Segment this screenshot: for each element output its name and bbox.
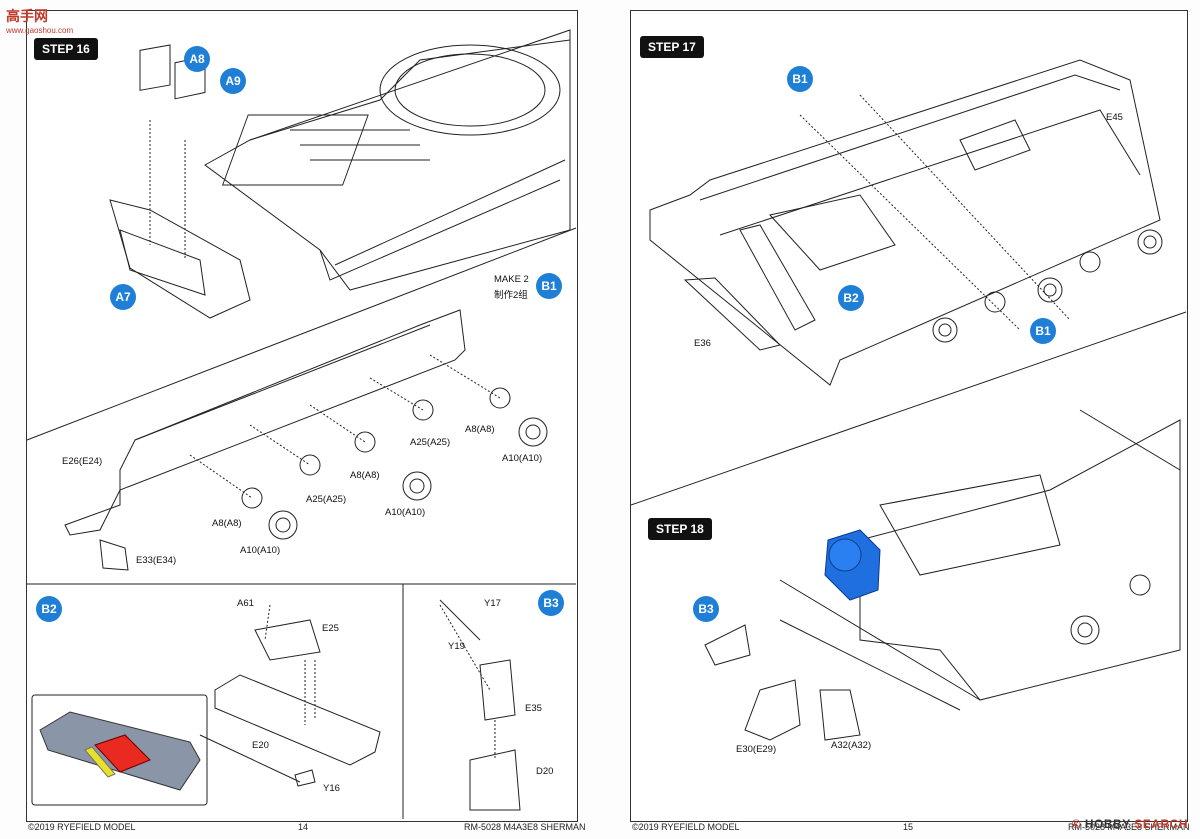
label-y16: Y16 <box>323 783 340 794</box>
step-17-tag: STEP 17 <box>640 36 704 58</box>
label-a10-2: A10(A10) <box>385 507 426 518</box>
right-footer-copyright: ©2019 RYEFIELD MODEL <box>632 822 740 832</box>
part-badge-a7: A7 <box>110 284 136 310</box>
label-e36: E36 <box>694 338 711 349</box>
part-badge-b1-top: B1 <box>787 66 813 92</box>
make-2-note: MAKE 2 <box>494 274 529 285</box>
label-e20: E20 <box>252 740 269 751</box>
watermark-right: SEARCH <box>1134 817 1188 831</box>
watermark-url: www.gaoshou.com <box>6 26 74 35</box>
part-badge-b3: B3 <box>693 596 719 622</box>
label-y19: Y19 <box>448 641 465 652</box>
label-a10-3: A10(A10) <box>502 453 543 464</box>
watermark-left: HOBBY <box>1084 817 1131 831</box>
label-a25-2: A25(A25) <box>410 437 451 448</box>
label-a10-1: A10(A10) <box>240 545 281 556</box>
label-y17: Y17 <box>484 598 501 609</box>
label-e35: E35 <box>525 703 542 714</box>
label-a8-2: A8(A8) <box>350 470 380 481</box>
subassembly-badge-b1: B1 <box>536 273 562 299</box>
step-18-tag: STEP 18 <box>648 518 712 540</box>
right-page-frame <box>630 10 1188 822</box>
left-footer-model: RM-5028 M4A3E8 SHERMAN <box>464 822 586 832</box>
label-a8-3: A8(A8) <box>465 424 495 435</box>
label-e26: E26(E24) <box>62 456 103 467</box>
label-e45: E45 <box>1106 112 1123 123</box>
hobbysearch-watermark: © HOBBY SEARCH <box>1072 817 1188 831</box>
label-a8-1: A8(A8) <box>212 518 242 529</box>
label-a25-1: A25(A25) <box>306 494 347 505</box>
site-watermark: 高手网 www.gaoshou.com <box>6 6 73 35</box>
part-badge-a9: A9 <box>220 68 246 94</box>
subassembly-badge-b2: B2 <box>36 596 62 622</box>
part-badge-a8: A8 <box>184 46 210 72</box>
label-a61: A61 <box>237 598 254 609</box>
subassembly-badge-b3: B3 <box>538 590 564 616</box>
part-badge-b2: B2 <box>838 285 864 311</box>
label-e30: E30(E29) <box>736 744 777 755</box>
right-footer-page-number: 15 <box>903 822 914 832</box>
left-footer-page-number: 14 <box>298 822 309 832</box>
label-a32: A32(A32) <box>831 740 872 751</box>
watermark-title: 高手网 <box>6 8 48 24</box>
label-e25: E25 <box>322 623 339 634</box>
make-2-note-cn: 制作2组 <box>494 290 528 301</box>
left-page-frame <box>26 10 578 822</box>
watermark-mark: © <box>1071 817 1082 831</box>
step-16-tag: STEP 16 <box>34 38 98 60</box>
label-e33: E33(E34) <box>136 555 177 566</box>
left-footer-copyright: ©2019 RYEFIELD MODEL <box>28 822 136 832</box>
right-footer-model: RM-5028 M4A3E8 SHERMAN <box>1068 822 1190 832</box>
label-d20: D20 <box>536 766 554 777</box>
part-badge-b1-bottom: B1 <box>1030 318 1056 344</box>
